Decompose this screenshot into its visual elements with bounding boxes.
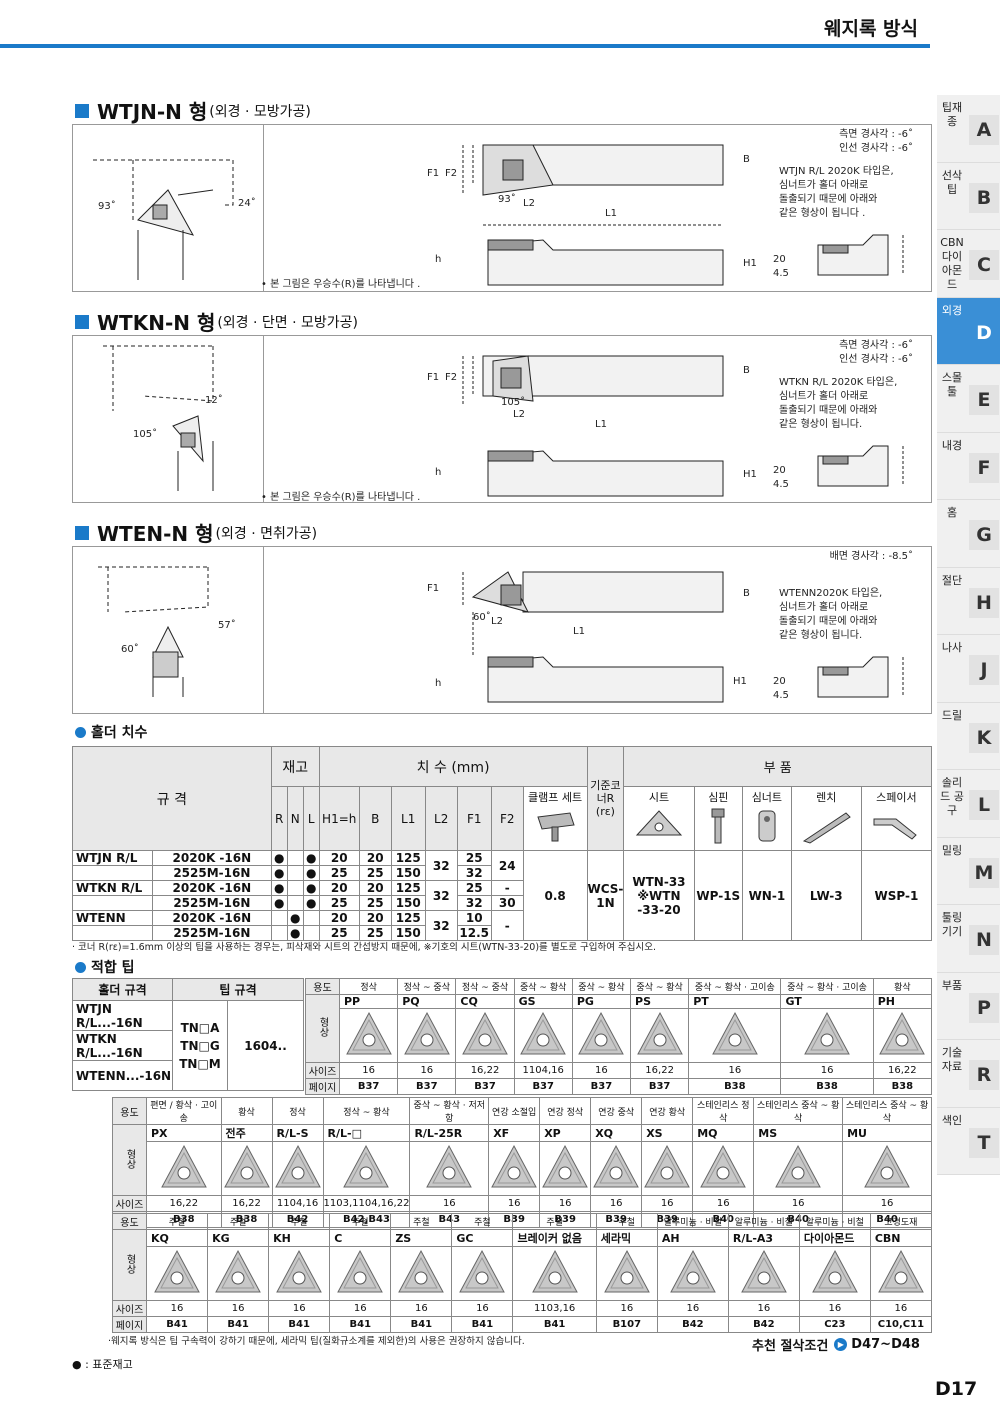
shim-pin-icon xyxy=(711,808,725,844)
insert-zs-icon xyxy=(390,1246,453,1301)
holder-drawing-icon xyxy=(462,144,724,286)
square-icon xyxy=(75,314,89,329)
square-icon xyxy=(75,525,89,540)
page-number: D17 xyxy=(935,1378,978,1400)
insert-xf-icon xyxy=(488,1141,541,1196)
insert-mu-icon xyxy=(842,1141,932,1196)
insert-rl-icon xyxy=(322,1141,411,1196)
holder-drawing-icon xyxy=(462,571,724,703)
bullet-icon xyxy=(75,726,86,738)
holder-dims-title: 홀더 치수 xyxy=(75,722,147,742)
insert-xq-icon xyxy=(590,1141,643,1196)
spacer-icon xyxy=(873,818,918,840)
insert--icon xyxy=(512,1246,597,1301)
insert--icon xyxy=(595,1246,658,1301)
square-icon xyxy=(75,103,89,118)
insert-rls-icon xyxy=(271,1141,324,1196)
insert-xp-icon xyxy=(539,1141,592,1196)
insert-cbn-icon xyxy=(869,1246,933,1301)
arrow-right-icon: ▶ xyxy=(834,1338,848,1351)
bullet-icon xyxy=(75,961,86,973)
insert--icon xyxy=(798,1246,871,1301)
wrench-icon xyxy=(803,812,852,844)
insert-mq-icon xyxy=(692,1141,755,1196)
insert-ps-icon xyxy=(630,1008,690,1063)
insert-px-icon xyxy=(146,1141,222,1196)
insert-kq-icon xyxy=(145,1246,209,1301)
clamp-set-icon xyxy=(537,812,575,842)
shim-nut-icon xyxy=(758,810,776,842)
section-title-wtjn: WTJN-N 형(외경 · 모방가공) xyxy=(75,96,311,125)
holder-drawing-icon xyxy=(462,355,724,497)
insert-pp-icon xyxy=(338,1008,399,1063)
insert-cq-icon xyxy=(455,1008,515,1063)
workpiece-drawing-icon xyxy=(98,566,209,697)
insert-ah-icon xyxy=(656,1246,729,1301)
shim-nut-drawing-icon xyxy=(817,656,904,698)
insert-pq-icon xyxy=(397,1008,457,1063)
insert-gc-icon xyxy=(451,1246,514,1301)
insert-gs-icon xyxy=(513,1008,573,1063)
holder-dims-table: 규 격 재고 치 수 (mm) 기준코너R (rε) 부 품 R N L H1=… xyxy=(72,746,933,941)
insert-pt-icon xyxy=(688,1008,782,1063)
recommend-link[interactable]: 추천 절삭조건▶D47~D48 xyxy=(752,1337,920,1354)
insert-kg-icon xyxy=(207,1246,270,1301)
shim-nut-drawing-icon xyxy=(817,234,904,276)
section-title-wtkn: WTKN-N 형(외경 · 단면 · 모방가공) xyxy=(75,307,358,336)
drawing-box-wtjn: 93˚ 24˚ • 본 그림은 우승수(R)를 나타냅니다 . F1 F2 B … xyxy=(72,124,932,292)
insert-pg-icon xyxy=(571,1008,632,1063)
page-title: 웨지록 방식 xyxy=(823,18,918,40)
page-header: 웨지록 방식 xyxy=(0,0,930,48)
seat-icon xyxy=(635,810,683,836)
section-title-wten: WTEN-N 형(외경 · 면취가공) xyxy=(75,518,317,547)
insert-gt-icon xyxy=(780,1008,874,1063)
insert-rl25r-icon xyxy=(409,1141,490,1196)
insert-c-icon xyxy=(329,1246,392,1301)
drawing-box-wten: 60˚ 57˚ F1 B L2 L1 60˚ h H1 4.5 20 배면 경사… xyxy=(72,546,932,714)
insert-ph-icon xyxy=(872,1008,933,1063)
insert-ms-icon xyxy=(753,1141,844,1196)
insert-kh-icon xyxy=(268,1246,331,1301)
tips-title: 적합 팁 xyxy=(75,957,135,977)
insert--icon xyxy=(220,1141,273,1196)
legend: ● : 표준재고 xyxy=(72,1358,133,1371)
workpiece-drawing-icon xyxy=(93,159,234,280)
workpiece-drawing-icon xyxy=(103,345,214,491)
insert-rla3-icon xyxy=(727,1246,800,1301)
shim-nut-drawing-icon xyxy=(817,445,904,487)
insert-xs-icon xyxy=(641,1141,694,1196)
drawing-box-wtkn: 105˚ 12˚ • 본 그림은 우승수(R)를 나타냅니다 . F1 F2 B… xyxy=(72,335,932,503)
